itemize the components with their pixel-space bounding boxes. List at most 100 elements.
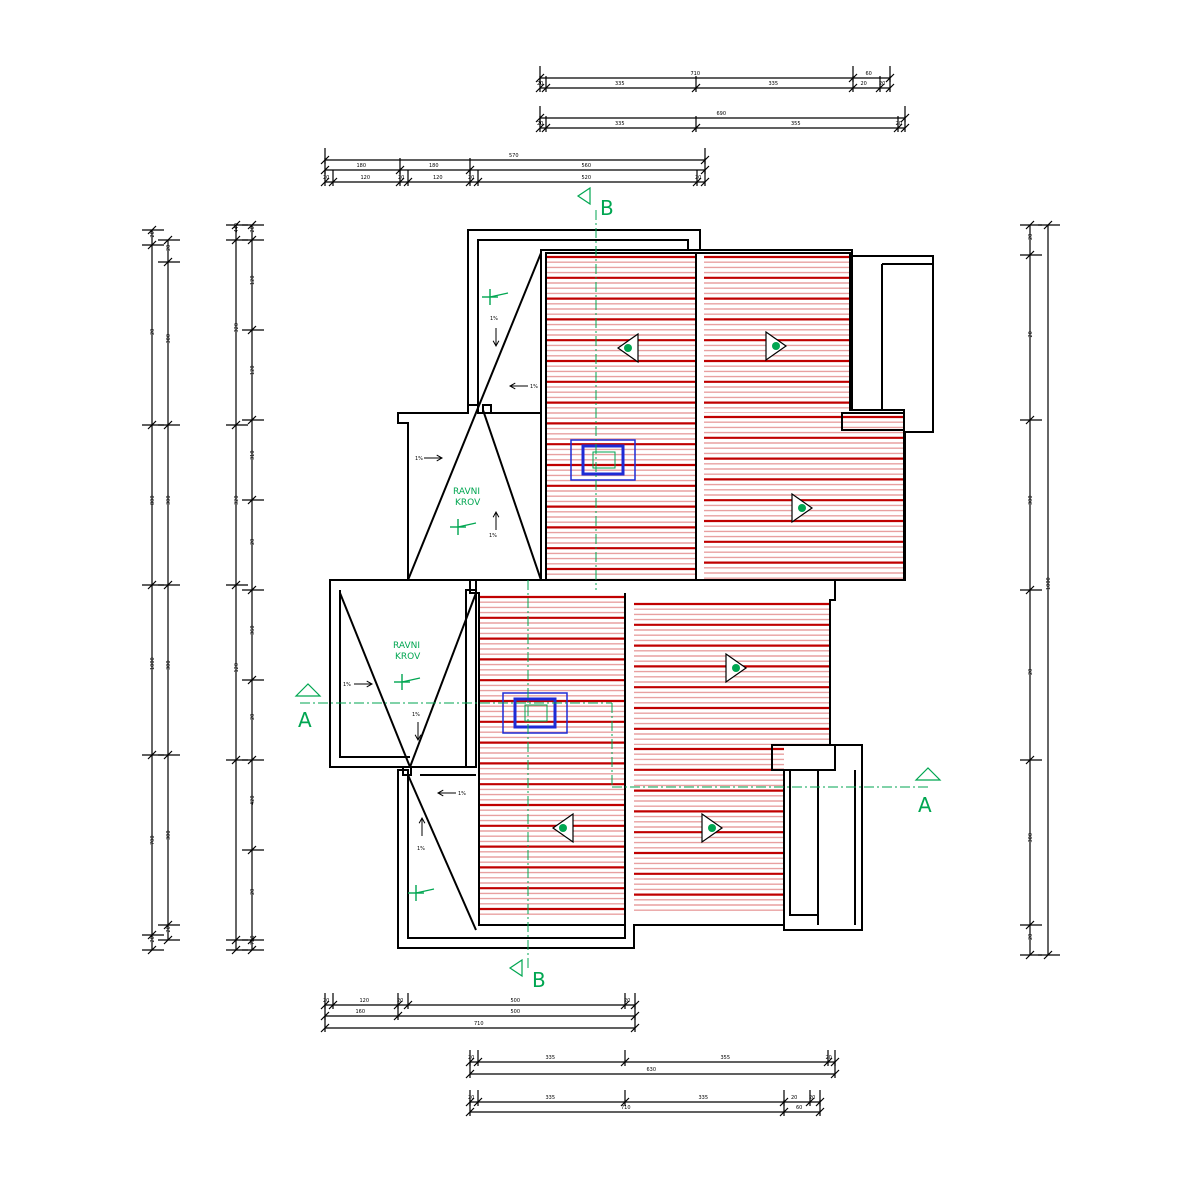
lower-balcony-sill — [771, 744, 836, 771]
dim-top-row4-label: 355 — [791, 121, 801, 127]
dim-right-total-label: 1000 — [1046, 577, 1052, 590]
dim-left-inner2-label: 720 — [250, 935, 256, 945]
slope-label-mid: 1% — [530, 384, 538, 390]
dim-upper-left-row3-tick — [692, 177, 702, 187]
dim-bottom-row7-tick — [779, 1107, 789, 1117]
dim-upper-left-row3-tick — [320, 177, 330, 187]
dim-upper-left-row3-tick — [465, 177, 475, 187]
dim-bottom-row4-label: 20 — [468, 1055, 474, 1061]
section-axes-layer — [294, 186, 942, 978]
dim-left-outer-label: 1000 — [150, 657, 156, 670]
dim-upper-left-row3-tick — [403, 177, 413, 187]
dim-right-outer-tick — [1025, 415, 1035, 425]
slope-label-lower-left: 1% — [417, 846, 425, 852]
dim-bottom-row4-label: 335 — [546, 1055, 556, 1061]
dim-bottom-row1-tick — [620, 1000, 630, 1010]
dim-left-inner-tick — [231, 935, 241, 945]
dim-top-row2-label: 335 — [769, 81, 779, 87]
upper-balcony-sill — [841, 412, 905, 431]
dim-bottom-row1-tick — [403, 1000, 413, 1010]
dim-bottom-row2-label: 160 — [356, 1009, 366, 1015]
dim-left-inner2-tick — [247, 220, 257, 230]
dim-bottom-row7-label: 710 — [621, 1105, 631, 1111]
lower-flat-diagonal-1 — [339, 592, 411, 768]
dim-upper-left-row3-tick — [473, 177, 483, 187]
dim-bottom-row4-tick — [620, 1057, 630, 1067]
dim-right-outer-label: 20 — [1028, 234, 1034, 240]
dim-left-outer-tick — [147, 945, 157, 955]
dim-upper-left-row2-label: 560 — [582, 163, 592, 169]
dim-right-outer-label: 20 — [1028, 331, 1034, 337]
dim-upper-left-row3-label: 20 — [695, 175, 701, 181]
slope-marker-lower-left-dot — [559, 824, 567, 832]
lower-flat-roof — [329, 579, 477, 768]
upper-flat-diagonal-1 — [407, 252, 542, 581]
slope-arrow-upper-flat-v-head — [492, 510, 500, 518]
dim-bottom-row7-tick — [815, 1107, 825, 1117]
dim-left-outer-label: 20 — [150, 231, 156, 237]
dim-upper-left-row3-tick — [700, 177, 710, 187]
dim-left-inner2-tick — [247, 755, 257, 765]
dim-upper-left-row3-label: 520 — [582, 175, 592, 181]
section-a-left-marker — [294, 683, 322, 697]
dim-bottom-row6-label: 335 — [546, 1095, 556, 1101]
dim-bottom-row6-tick — [805, 1097, 815, 1107]
skylight-lower-glass — [524, 704, 548, 722]
dim-bottom-row7-tick — [465, 1107, 475, 1117]
dim-right-outer-label: 300 — [1028, 495, 1034, 505]
dim-top-row4-tick — [691, 123, 701, 133]
dim-left-inner2-label: 20 — [250, 889, 256, 895]
dim-left-inner2-tick — [247, 935, 257, 945]
dim-top-row2-tick — [848, 83, 858, 93]
slope-marker-upper-left-dot — [624, 344, 632, 352]
dim-bottom-row1-tick — [328, 1000, 338, 1010]
dim-left-inner2-label: 360 — [250, 625, 256, 635]
lower-corner-post — [402, 766, 412, 776]
dim-left-outer2-tick — [163, 580, 173, 590]
lower-flat-diagonal-2 — [409, 592, 477, 768]
skylight-upper-inner — [581, 444, 625, 476]
dim-left-inner-tick — [231, 235, 241, 245]
dim-right-outer-tick — [1025, 585, 1035, 595]
dim-top-row2-label: 335 — [615, 81, 625, 87]
dim-upper-left-row2-label: 180 — [357, 163, 367, 169]
dim-left-outer-tick — [147, 225, 157, 235]
dim-left-inner2-tick — [247, 845, 257, 855]
dim-left-inner-tick — [231, 220, 241, 230]
slope-label-upper-h: 1% — [415, 456, 423, 462]
dim-top-row1-label: 710 — [691, 71, 701, 77]
dim-left-inner-label: 120 — [234, 663, 240, 673]
dim-bottom-row5-label: 630 — [647, 1067, 657, 1073]
dim-left-outer2-tick — [163, 750, 173, 760]
slope-arrow-lower-flat-v-head — [414, 734, 422, 742]
lower-left-diagonal — [407, 774, 477, 931]
dim-upper-left-row3-tick — [395, 177, 405, 187]
dim-right-outer-tick — [1025, 220, 1035, 230]
dim-top-row4-tick — [541, 123, 551, 133]
dim-upper-left-row3-label: 20 — [398, 175, 404, 181]
dim-right-outer-tick — [1025, 250, 1035, 260]
dim-left-inner2-tick — [247, 675, 257, 685]
slope-marker-lower-right-dot — [732, 664, 740, 672]
dim-bottom-row4-label: 355 — [721, 1055, 731, 1061]
dim-left-outer2-label: 300 — [166, 495, 172, 505]
slope-label-lower-h: 1% — [343, 682, 351, 688]
dim-bottom-row6-tick — [620, 1097, 630, 1107]
skylight-upper-outer — [570, 439, 636, 481]
dim-upper-left-row3-label: 120 — [433, 175, 443, 181]
flat-roof-lower-label-line2: KROV — [395, 652, 421, 662]
dim-left-outer2-label: 300 — [166, 830, 172, 840]
dim-left-outer-label: 20 — [150, 329, 156, 335]
dim-bottom-row2-tick — [393, 1011, 403, 1021]
flat-roof-upper-label-line1: RAVNI — [453, 487, 480, 497]
dim-top-row4-tick — [535, 123, 545, 133]
slope-arrow-upper-mid-head — [508, 382, 516, 390]
dim-left-inner2-label: 20 — [250, 226, 256, 232]
upper-flat-diagonal-2 — [482, 409, 542, 581]
dim-top-row4-label: 20 — [537, 121, 543, 127]
dim-left-inner2-tick — [247, 235, 257, 245]
dim-top-row2-label: 20 — [879, 81, 885, 87]
roof-panel-lower-left-bg — [479, 593, 625, 915]
dim-top-row4-tick — [893, 123, 903, 133]
